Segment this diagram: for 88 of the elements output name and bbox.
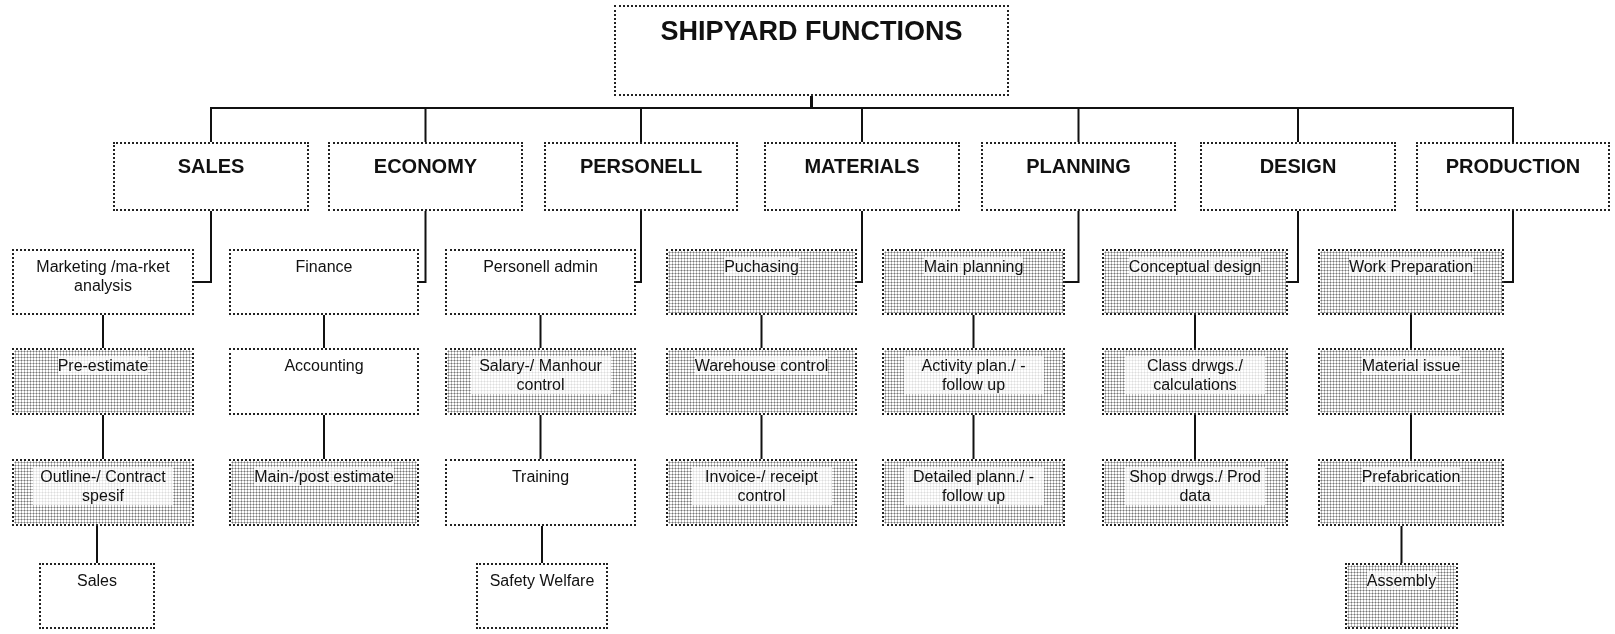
department-box xyxy=(764,142,960,211)
function-box xyxy=(229,459,419,526)
function-box xyxy=(666,249,857,315)
function-box xyxy=(1318,348,1504,415)
box-label: Invoice-/ receipt control xyxy=(691,467,832,506)
box-label: Training xyxy=(511,467,570,487)
function-box xyxy=(882,249,1065,315)
connector-line xyxy=(539,314,542,349)
function-box xyxy=(445,348,636,415)
connector-line xyxy=(1194,314,1196,349)
box-label: Main-/post estimate xyxy=(254,467,394,487)
connector-line xyxy=(1503,210,1514,283)
connector-line xyxy=(323,314,325,349)
box-label: Sales xyxy=(77,571,117,591)
box-label: DESIGN xyxy=(1259,154,1337,178)
box-label: SALES xyxy=(177,154,245,178)
box-label: Class drwgs./ calculations xyxy=(1125,356,1265,395)
department-box xyxy=(113,142,309,211)
chart-title: SHIPYARD FUNCTIONS xyxy=(660,15,963,48)
connector-line xyxy=(635,210,642,283)
function-box xyxy=(229,348,419,415)
title-box xyxy=(614,5,1009,96)
box-label: PLANNING xyxy=(1026,154,1131,178)
box-label: Work Preparation xyxy=(1348,257,1474,277)
connector-line xyxy=(760,314,763,349)
function-box xyxy=(39,563,155,629)
connector-line xyxy=(1400,525,1403,564)
function-box xyxy=(666,459,857,526)
function-box xyxy=(445,459,636,526)
connector-line xyxy=(1194,414,1196,460)
box-label: Safety Welfare xyxy=(489,571,595,591)
box-label: Prefabrication xyxy=(1361,467,1461,487)
department-box xyxy=(1416,142,1610,211)
function-box xyxy=(1318,459,1504,526)
box-label: Personell admin xyxy=(483,257,598,277)
connector-line xyxy=(856,210,863,283)
box-label: Detailed plann./ -follow up xyxy=(903,467,1044,506)
connector-line xyxy=(193,210,212,283)
box-label: Material issue xyxy=(1361,356,1461,376)
connector-line xyxy=(102,314,104,349)
connector-line xyxy=(102,414,104,460)
box-label: Outline-/ Contract spesif xyxy=(33,467,173,506)
function-box xyxy=(12,459,194,526)
connector-line xyxy=(96,525,98,564)
box-label: Pre-estimate xyxy=(57,356,149,376)
function-box xyxy=(1318,249,1504,315)
function-box xyxy=(1102,348,1288,415)
box-label: Warehouse control xyxy=(694,356,829,376)
box-label: Finance xyxy=(295,257,353,277)
function-box xyxy=(1345,563,1458,629)
function-box xyxy=(229,249,419,315)
box-label: Shop drwgs./ Prod data xyxy=(1125,467,1265,506)
function-box xyxy=(445,249,636,315)
connector-line xyxy=(418,210,427,283)
function-box xyxy=(882,459,1065,526)
box-label: Puchasing xyxy=(724,257,799,277)
connector-line xyxy=(1064,210,1080,283)
box-label: Salary-/ Manhour control xyxy=(470,356,611,395)
box-label: Assembly xyxy=(1366,571,1437,591)
connector-line xyxy=(972,414,975,460)
department-box xyxy=(1200,142,1396,211)
function-box xyxy=(476,563,608,629)
box-label: Conceptual design xyxy=(1128,257,1262,277)
connector-line xyxy=(323,414,325,460)
department-box xyxy=(328,142,523,211)
connector-line xyxy=(972,314,975,349)
function-box xyxy=(666,348,857,415)
box-label: PRODUCTION xyxy=(1445,154,1581,178)
function-box xyxy=(12,348,194,415)
connector-line xyxy=(1410,414,1412,460)
box-label: MATERIALS xyxy=(804,154,920,178)
connector-line xyxy=(1287,210,1299,283)
function-box xyxy=(1102,459,1288,526)
connector-line xyxy=(760,414,763,460)
connector-line xyxy=(1410,314,1412,349)
box-label: Accounting xyxy=(284,356,364,376)
box-label: PERSONELL xyxy=(579,154,703,178)
box-label: Marketing /ma-rket analysis xyxy=(35,257,171,296)
department-box xyxy=(981,142,1176,211)
function-box xyxy=(12,249,194,315)
department-box xyxy=(544,142,738,211)
function-box xyxy=(1102,249,1288,315)
connector-line xyxy=(539,414,542,460)
function-box xyxy=(882,348,1065,415)
box-label: ECONOMY xyxy=(373,154,478,178)
box-label: Activity plan./ -follow up xyxy=(903,356,1044,395)
box-label: Main planning xyxy=(923,257,1024,277)
connector-line xyxy=(541,525,543,564)
